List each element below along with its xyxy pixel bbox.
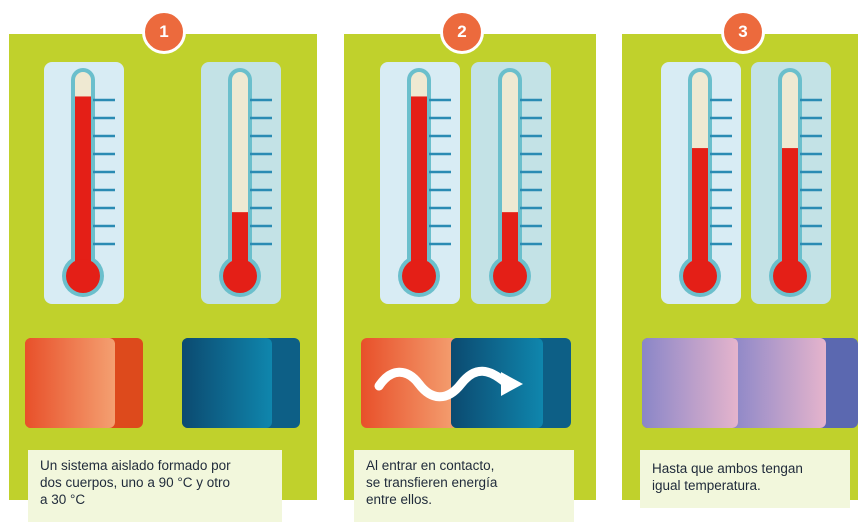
step-number-badge: 2 [440, 10, 484, 54]
mercury-column [782, 148, 798, 273]
heat-transfer-arrow-icon [374, 366, 523, 402]
mercury-column [411, 96, 427, 274]
mercury-column [502, 212, 518, 273]
mercury-bulb [773, 259, 807, 293]
hot-thermometer-card [380, 62, 460, 304]
bodies-in-contact-block [361, 338, 571, 428]
step-2-panel: 2 Al entrar en contacto, se transfieren … [344, 10, 596, 522]
right-thermometer [769, 68, 822, 297]
caption-line: Un sistema aislado formado por [40, 458, 231, 473]
caption-line: entre ellos. [366, 492, 433, 507]
step-caption: Un sistema aislado formado por dos cuerp… [28, 450, 282, 522]
cold-thermometer [489, 68, 542, 297]
hot-thermometer-card [44, 62, 124, 304]
mercury-bulb [493, 259, 527, 293]
cold-thermometer-card [201, 62, 281, 304]
right-thermometer-card [751, 62, 831, 304]
left-thermometer-card [661, 62, 741, 304]
cold-body-block [182, 338, 300, 428]
caption-line: Al entrar en contacto, [366, 458, 495, 473]
left-thermometer [679, 68, 732, 297]
step-1-panel: 1 Un sistema aislado formado por dos cue… [9, 10, 317, 522]
hot-body-block [25, 338, 143, 428]
hot-thermometer [62, 68, 115, 297]
caption-line: Hasta que ambos tengan [652, 461, 803, 476]
caption-line: a 30 °C [40, 492, 86, 507]
mercury-column [232, 212, 248, 273]
step-caption: Hasta que ambos tengan igual temperatura… [640, 450, 850, 508]
mercury-bulb [66, 259, 100, 293]
step-caption: Al entrar en contacto, se transfieren en… [354, 450, 574, 522]
equilibrium-bodies-block [642, 338, 858, 428]
caption-line: se transfieren energía [366, 475, 498, 490]
step-number-badge: 1 [142, 10, 186, 54]
caption-line: igual temperatura. [652, 478, 761, 493]
cold-thermometer [219, 68, 272, 297]
mercury-bulb [223, 259, 257, 293]
step-number-badge: 3 [721, 10, 765, 54]
cold-thermometer-card [471, 62, 551, 304]
mercury-column [692, 148, 708, 273]
mercury-bulb [402, 259, 436, 293]
caption-line: dos cuerpos, uno a 90 °C y otro [40, 475, 231, 490]
mercury-column [75, 96, 91, 274]
hot-thermometer [398, 68, 451, 297]
step-3-panel: 3 Hasta que ambos tengan igual temperatu… [622, 10, 858, 508]
mercury-bulb [683, 259, 717, 293]
